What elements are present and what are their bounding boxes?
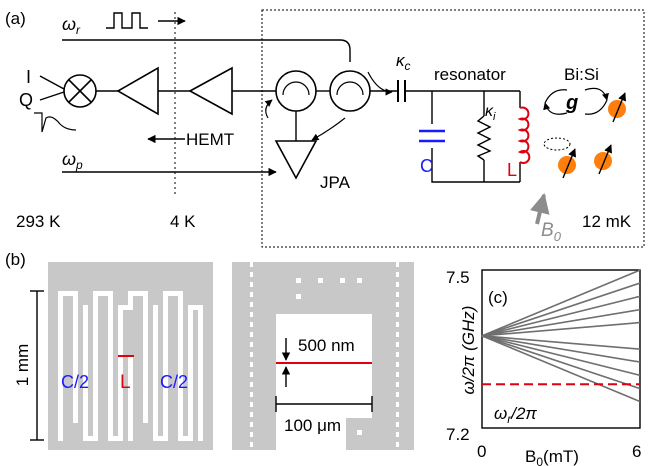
spin-icon <box>608 92 626 123</box>
resonator-layout <box>48 262 213 450</box>
transition-line-8 <box>481 335 641 377</box>
hemt-amplifier-icon <box>188 66 233 116</box>
l-label: L <box>120 372 131 393</box>
pulse-icon <box>106 12 148 29</box>
inductor-symbol <box>517 106 531 164</box>
transition-line-7 <box>481 335 641 363</box>
q-wire <box>39 91 65 101</box>
y-axis-label: ω/2π (GHz) <box>459 306 478 395</box>
omega-r-label: ωr <box>62 14 81 37</box>
resonator-frame <box>431 91 520 183</box>
return-flow-arrow-icon <box>311 117 346 141</box>
y-tick-top: 7.5 <box>446 268 470 287</box>
capacitor-symbol <box>419 124 445 148</box>
spin-icon <box>558 148 576 179</box>
temp-293k-label: 293 K <box>16 212 61 231</box>
cryostat-box <box>261 9 645 248</box>
inductor-label: L <box>507 160 517 180</box>
hemt-label: HEMT <box>186 130 234 149</box>
panel-a-label: (a) <box>5 9 26 28</box>
i-label: I <box>26 67 31 87</box>
length-100um-label: 100 μm <box>284 416 341 435</box>
transition-line-4 <box>481 308 641 337</box>
scale-1mm-label: 1 mm <box>13 344 32 387</box>
resonator-label: resonator <box>434 65 506 84</box>
y-tick-bottom: 7.2 <box>446 425 470 444</box>
panel-c: (c) 7.5 7.2 0 6 B0(mT) ω/2π (GHz) ωr/2π <box>446 268 641 466</box>
chart-series <box>481 269 641 403</box>
b0-label: B0 <box>541 220 562 244</box>
circulator-icon <box>275 70 317 112</box>
i-wire <box>39 75 65 90</box>
width-500nm-label: 500 nm <box>298 336 355 355</box>
x-axis-label: B0(mT) <box>525 447 579 466</box>
jpa-label: JPA <box>320 173 351 192</box>
transition-line-6 <box>481 335 641 350</box>
temp-4k-label: 4 K <box>170 212 196 231</box>
transition-line-5 <box>481 321 641 337</box>
c-half-right-label: C/2 <box>160 372 188 392</box>
bisi-label: Bi:Si <box>564 65 599 84</box>
field-loop-icon <box>543 137 571 151</box>
panel-c-label: (c) <box>488 288 508 307</box>
echo-trace-icon <box>34 112 77 133</box>
spin-icon <box>594 144 612 175</box>
jpa-amplifier-icon <box>274 140 318 180</box>
transition-line-9 <box>481 335 641 390</box>
coupling-g-label: g <box>565 92 578 114</box>
drive-line <box>62 39 351 62</box>
jpa-flow-arrow-icon <box>264 99 273 119</box>
transition-line-10 <box>481 335 641 403</box>
c-half-left-label: C/2 <box>61 372 89 392</box>
transition-line-1 <box>481 269 641 337</box>
q-label: Q <box>19 90 33 110</box>
panel-b-label: (b) <box>5 250 26 269</box>
x-tick-right: 6 <box>632 442 641 461</box>
input-flow-arrow-icon <box>367 71 393 96</box>
reference-line-label: ωr/2π <box>494 404 537 426</box>
coupling-arrow-icon <box>545 89 568 115</box>
capacitor-label: C <box>420 156 433 176</box>
temp-12mk-label: 12 mK <box>582 212 632 231</box>
mixer-icon <box>63 74 97 108</box>
circulator-icon <box>329 70 371 112</box>
b0-field-arrow-icon <box>530 193 550 225</box>
coupling-arrow-icon <box>584 87 607 115</box>
kappa-i-label: κi <box>485 103 496 123</box>
transition-line-3 <box>481 295 641 337</box>
transition-line-2 <box>481 282 641 337</box>
panel-b: (b) <box>5 250 414 450</box>
x-tick-left: 0 <box>477 442 486 461</box>
panel-a: (a) ωr I Q HEMT <box>5 9 645 248</box>
omega-p-label: ωp <box>62 149 83 172</box>
kappa-c-label: κc <box>396 51 411 73</box>
room-temp-amplifier-icon <box>116 66 159 116</box>
resistor-symbol <box>476 115 492 161</box>
wire-zoom-inset <box>232 262 414 450</box>
